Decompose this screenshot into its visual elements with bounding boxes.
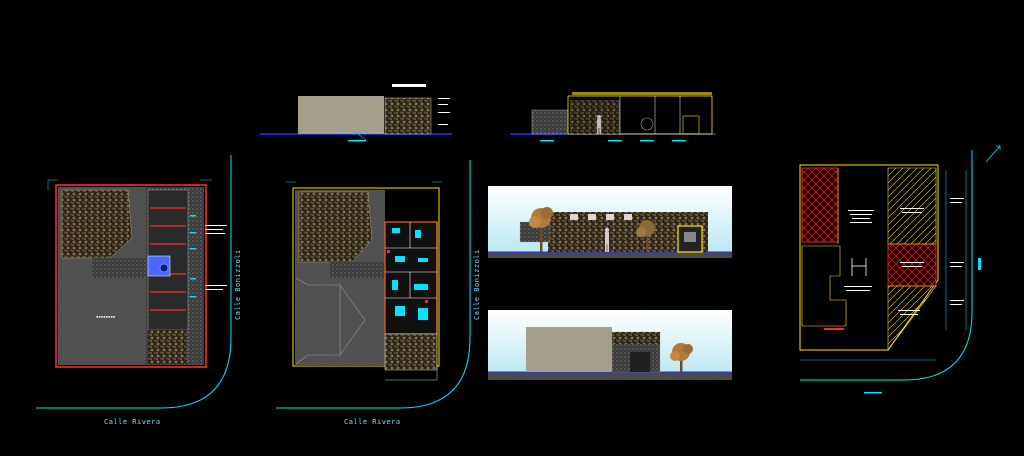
side-elevation bbox=[510, 92, 716, 142]
room-label: ▪▪▪▪▪▪▪▪ bbox=[96, 314, 115, 319]
north-arrow-icon bbox=[985, 145, 1001, 163]
front-elevation bbox=[260, 84, 452, 142]
house-section bbox=[567, 95, 713, 135]
street-curb-line bbox=[36, 155, 232, 409]
zone-red-1 bbox=[801, 167, 839, 243]
garden-area bbox=[61, 189, 133, 259]
rendered-elevation-1 bbox=[488, 186, 732, 258]
patio-area bbox=[92, 258, 147, 278]
plot-boundary bbox=[55, 184, 207, 368]
tree-icon bbox=[636, 220, 655, 252]
zone-yellow-1 bbox=[887, 167, 937, 245]
street-curb-line bbox=[800, 150, 973, 381]
zone-red-2 bbox=[887, 243, 937, 287]
street-label-rivera: Calle Rivera bbox=[104, 418, 161, 426]
facade-wall bbox=[298, 96, 384, 134]
street-label-bonizzoli: Calle Bonizzoli bbox=[473, 249, 481, 320]
street-curb-line bbox=[276, 160, 471, 409]
garage-door bbox=[677, 225, 703, 253]
tree-icon bbox=[670, 343, 693, 372]
street-label-rivera: Calle Rivera bbox=[344, 418, 401, 426]
rear-garden bbox=[148, 330, 188, 364]
garden-area bbox=[298, 191, 373, 263]
site-plan-1: ▪▪▪▪▪▪▪▪ Calle Rivera Calle Bonizzoli bbox=[36, 155, 242, 426]
house-floor-plan bbox=[384, 221, 438, 335]
human-figure-icon bbox=[604, 227, 610, 252]
facade-wall bbox=[526, 327, 612, 372]
floor-plan-2: Calle Rivera Calle Bonizzoli bbox=[276, 160, 481, 426]
roof-ridges bbox=[295, 277, 366, 365]
zone-yellow-2 bbox=[887, 285, 937, 351]
zoning-plan-3 bbox=[799, 145, 1001, 394]
rendered-elevation-2 bbox=[488, 310, 732, 380]
rear-garden bbox=[384, 333, 438, 371]
human-figure-icon bbox=[597, 115, 601, 134]
street-label-bonizzoli: Calle Bonizzoli bbox=[234, 249, 242, 320]
tree-icon bbox=[529, 207, 553, 252]
